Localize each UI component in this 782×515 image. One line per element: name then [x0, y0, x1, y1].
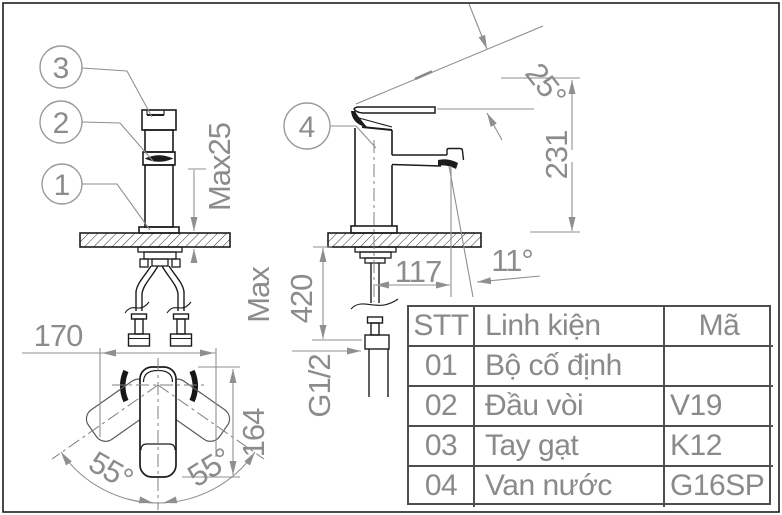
table-row-3-part: Tay gạt [475, 427, 665, 467]
dim-g12-label: G1/2 [302, 354, 337, 417]
leader-2 [81, 121, 154, 162]
dim-max25-label: Max25 [202, 123, 237, 211]
leader-3 [81, 67, 153, 118]
lever-knuckle [351, 111, 367, 127]
table-row-3-code: K12 [665, 427, 773, 467]
counter-slab-front [79, 232, 231, 248]
callout-2-number: 2 [53, 107, 70, 140]
callout-4-number: 4 [299, 111, 316, 144]
parts-table: STT Linh kiện Mã 01 Bộ cố định 02 Đầu vò… [407, 305, 773, 507]
dimension-lines [22, 3, 580, 504]
callout-2-circle [39, 100, 83, 144]
spout-tab [446, 147, 465, 161]
dim-117-label: 117 [395, 254, 441, 289]
base-circle-left-arc [120, 369, 129, 403]
supply-pipe [350, 263, 399, 397]
table-row-4-part: Van nước [475, 467, 665, 507]
leader-1 [82, 183, 151, 231]
supply-hoses [124, 265, 193, 347]
mounting-kit [137, 246, 183, 268]
table-row-1-part: Bộ cố định [475, 347, 665, 387]
mounting-side [354, 246, 397, 264]
table-row-2-stt: 02 [409, 387, 475, 427]
lever-side [353, 106, 436, 114]
table-row-2-code: V19 [665, 387, 773, 427]
callout-3-number: 3 [53, 52, 70, 85]
callout-balloons [39, 45, 331, 205]
table-row-2-part: Đầu vòi [475, 387, 665, 427]
dim-max-label: Max [241, 266, 276, 323]
front-view [79, 109, 231, 347]
handle-grip-line [140, 443, 176, 451]
parts-table-header-stt: STT [409, 307, 475, 347]
table-row-4-stt: 04 [409, 467, 475, 507]
centerlines [51, 140, 375, 510]
leader-4 [330, 125, 377, 149]
callout-1-number: 1 [54, 169, 71, 202]
dim-170-label: 170 [34, 318, 83, 353]
dim-231-label: 231 [539, 131, 574, 180]
spout-underside [391, 163, 442, 167]
table-row-1-code [665, 347, 773, 387]
base-circle-right-arc [189, 369, 198, 403]
aerator [438, 159, 458, 169]
dim-164-label: 164 [236, 408, 271, 457]
counter-slab-side [327, 232, 482, 248]
parts-table-header-part: Linh kiện [475, 307, 665, 347]
side-view [327, 106, 482, 397]
table-row-1-stt: 01 [409, 347, 475, 387]
callout-3-circle [39, 45, 83, 89]
table-row-3-stt: 03 [409, 427, 475, 467]
parts-table-header-code: Mã [665, 307, 773, 347]
table-row-4-code: G16SP [670, 469, 765, 502]
dim-420-label: 420 [284, 274, 319, 323]
body-side [354, 128, 393, 226]
callout-4-circle [283, 102, 331, 150]
callout-1-circle [41, 163, 83, 205]
dim-11-label: 11° [491, 243, 533, 278]
